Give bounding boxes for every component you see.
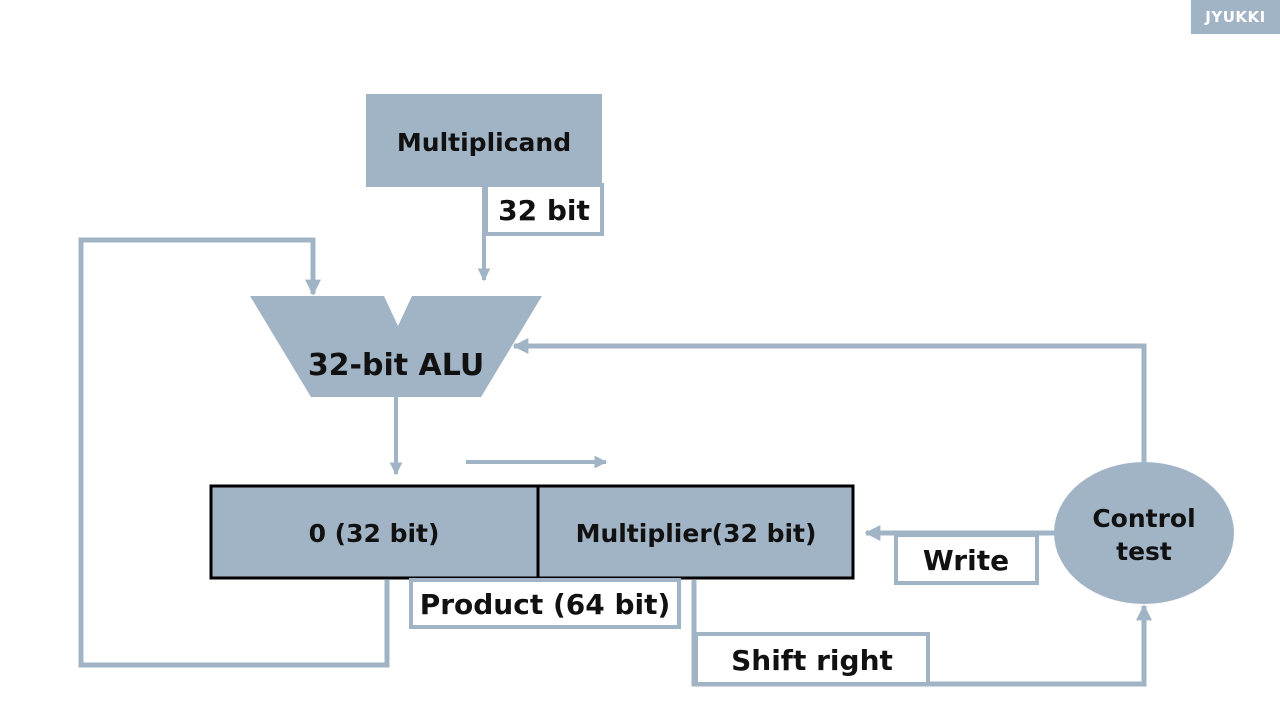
product-feedback-line	[78, 237, 390, 668]
alu-block	[250, 296, 542, 397]
control-to-alu-line	[512, 337, 1147, 462]
shift-right-box	[694, 632, 930, 686]
multiplicand-block	[366, 94, 602, 187]
product-left-label: 0 (32 bit)	[309, 519, 440, 548]
control-label-line1: Control	[1092, 504, 1195, 533]
product-caption: Product (64 bit)	[420, 588, 671, 621]
write-label: Write	[923, 544, 1009, 577]
alu-label: 32-bit ALU	[308, 348, 484, 383]
multiplicand-label: Multiplicand	[397, 128, 571, 157]
multiplicand-width-box	[484, 183, 604, 236]
write-box	[894, 533, 1039, 585]
author-badge: JYUKKI	[1191, 0, 1280, 34]
control-test-block	[1054, 462, 1234, 604]
product-right-label: Multiplier(32 bit)	[576, 519, 817, 548]
product-register-left	[209, 484, 540, 580]
control-label-line2: test	[1116, 537, 1172, 566]
multiplicand-width-label: 32 bit	[498, 194, 590, 227]
product-caption-box	[409, 578, 681, 629]
shift-right-label: Shift right	[731, 644, 893, 677]
product-register-right	[536, 484, 855, 580]
